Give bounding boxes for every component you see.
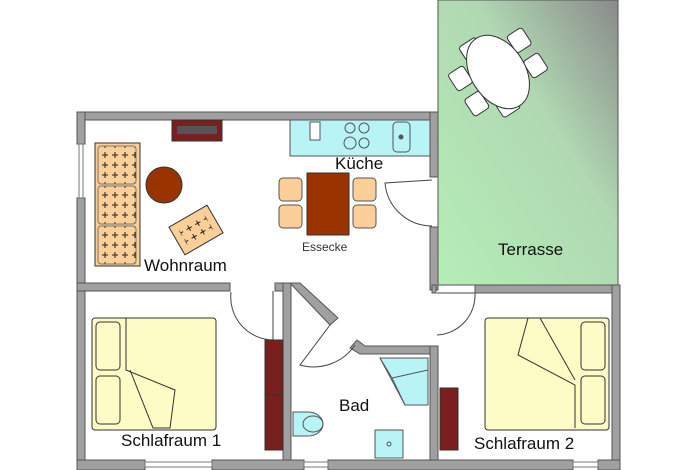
room-label-bedroom-1: Schlafraum 1 — [121, 431, 222, 450]
room-label-terrace: Terrasse — [498, 240, 564, 259]
walls — [76, 111, 621, 470]
armchair — [168, 204, 224, 256]
room-label-bath: Bad — [339, 396, 370, 415]
kitchen-counter — [289, 119, 431, 157]
wardrobes — [264, 339, 459, 451]
room-label-bedroom-2: Schlafraum 2 — [474, 434, 575, 453]
room-label-living: Wohnraum — [144, 256, 227, 275]
room-label-dining: Essecke — [302, 240, 348, 254]
sofa — [94, 142, 141, 267]
coffee-table — [145, 166, 183, 204]
room-label-kitchen: Küche — [335, 154, 384, 173]
windows — [78, 143, 599, 468]
bathroom-fixtures — [292, 357, 429, 459]
bed-1 — [91, 317, 217, 431]
bed-2 — [484, 317, 610, 431]
terrace-table-set — [448, 27, 548, 118]
dining-set — [278, 172, 377, 236]
